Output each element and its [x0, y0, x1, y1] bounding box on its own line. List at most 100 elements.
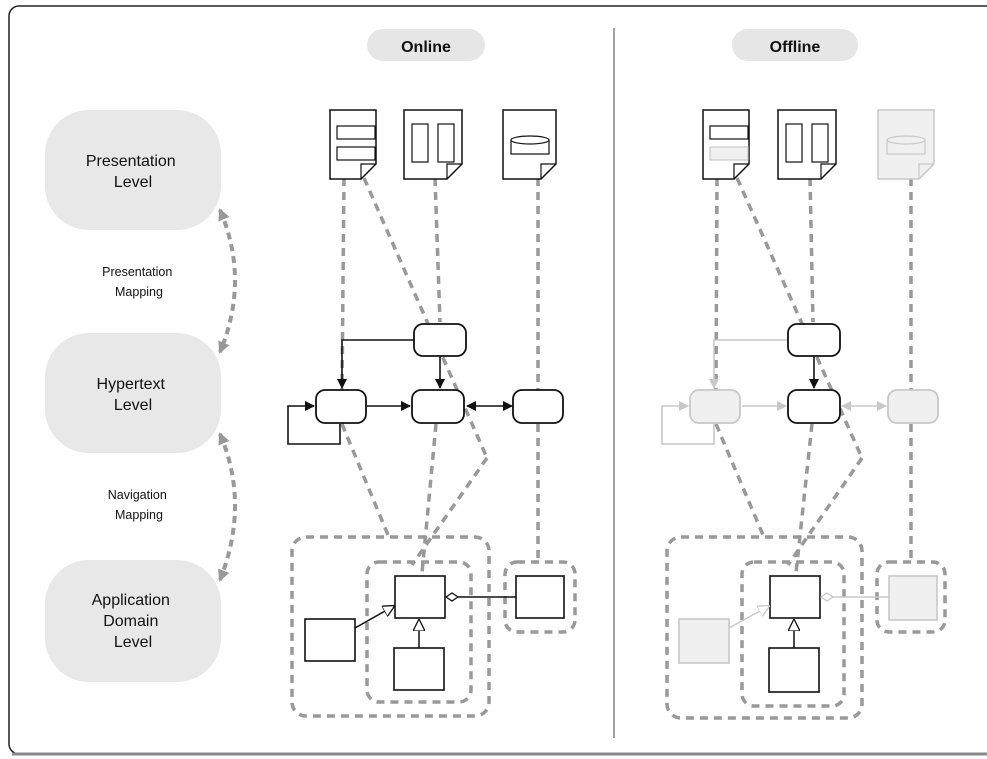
offline-map-line	[714, 423, 765, 536]
database-icon	[886, 135, 926, 155]
online-node-right	[512, 389, 564, 424]
application-domain-level: Application Domain Level	[45, 560, 221, 682]
online-page-3	[502, 109, 557, 180]
online-node-center	[411, 389, 465, 424]
presentation-mapping-line-2: Mapping	[115, 285, 163, 299]
online-header-pill	[367, 29, 485, 61]
application-level-label: Application Domain Level	[92, 592, 175, 651]
page-fold	[360, 163, 376, 179]
navigation-mapping-line-1: Navigation	[108, 488, 167, 502]
offline-node-top	[787, 323, 841, 357]
online-map-line	[433, 177, 442, 323]
presentation-level-line-2: Level	[114, 174, 152, 191]
hypertext-level-label: Hypertext Level	[97, 376, 170, 414]
online-node-left	[315, 389, 367, 424]
offline-header: Offline	[732, 29, 858, 61]
page-fold	[733, 163, 749, 179]
offline-map-line	[794, 423, 814, 574]
offline-generalization-faded	[728, 606, 769, 629]
application-level-line-2: Domain	[103, 613, 158, 630]
page-fold	[918, 163, 934, 179]
offline-nav-link-faded	[709, 339, 788, 389]
presentation-mapping-arrow	[218, 208, 237, 354]
online-class-sub	[393, 647, 445, 691]
database-top	[886, 135, 926, 145]
application-level-line-3: Level	[114, 634, 152, 651]
online-map-line	[420, 423, 438, 574]
online-generalization	[354, 606, 394, 629]
online-domain-outer	[290, 535, 491, 718]
hypertext-level-line-2: Level	[114, 397, 152, 414]
presentation-level-label: Presentation Level	[86, 153, 180, 191]
page-column	[411, 123, 429, 163]
page-block	[336, 125, 376, 140]
online-map-line	[340, 177, 346, 391]
online-domain-inner	[365, 560, 473, 704]
offline-mapping-lines	[714, 177, 913, 574]
hypertext-level-shape	[45, 333, 221, 453]
offline-header-label: Offline	[770, 39, 821, 56]
presentation-mapping-line-1: Presentation	[102, 265, 172, 279]
database-top	[510, 135, 550, 145]
application-level-shape	[45, 560, 221, 682]
offline-domain-inner	[740, 560, 846, 708]
page-icon	[702, 109, 750, 180]
page-fold	[540, 163, 556, 179]
page-block	[336, 146, 376, 161]
page-block-faded	[709, 146, 749, 161]
offline-map-line	[735, 177, 864, 459]
page-column	[785, 123, 803, 163]
offline-map-line	[714, 177, 719, 391]
presentation-level: Presentation Level	[45, 110, 221, 230]
online-map-line	[340, 423, 390, 536]
online-class-relations	[354, 597, 516, 648]
online-map-line	[362, 177, 489, 459]
online-page-1	[329, 109, 377, 180]
offline-node-right-faded	[887, 389, 939, 424]
online-class-main	[394, 575, 446, 619]
online-node-top	[413, 323, 467, 357]
offline-page-3-faded	[877, 109, 935, 180]
offline-class-main	[769, 575, 821, 619]
offline-page-2	[777, 109, 837, 180]
offline-class-sub	[768, 647, 820, 693]
page-column	[811, 123, 829, 163]
online-class-right	[515, 575, 565, 619]
offline-header-pill	[732, 29, 858, 61]
online-header: Online	[367, 29, 485, 61]
online-self-loop	[287, 401, 341, 445]
presentation-level-line-1: Presentation	[86, 153, 176, 170]
presentation-level-shape	[45, 110, 221, 230]
online-class-left	[304, 618, 356, 662]
online-nav-link	[337, 339, 414, 389]
page-icon	[329, 109, 377, 180]
online-navigation-links	[287, 339, 513, 445]
page-column	[437, 123, 455, 163]
navigation-mapping-label: Navigation Mapping	[108, 488, 171, 522]
hypertext-level: Hypertext Level	[45, 333, 221, 453]
database-icon	[510, 135, 550, 155]
offline-node-center	[787, 389, 841, 424]
online-panel	[287, 109, 577, 718]
navigation-mapping-line-2: Mapping	[115, 508, 163, 522]
offline-map-line	[786, 457, 864, 566]
online-header-label: Online	[401, 39, 451, 56]
offline-page-1	[702, 109, 750, 180]
page-fold	[446, 163, 462, 179]
page-fold	[820, 163, 836, 179]
offline-panel	[661, 109, 947, 720]
navigation-mapping-arrow	[218, 432, 237, 582]
offline-node-left-faded	[689, 389, 741, 424]
offline-self-loop-faded	[661, 401, 715, 445]
application-level-line-1: Application	[92, 592, 170, 609]
offline-faded-links	[661, 339, 887, 445]
offline-class-right-faded	[888, 575, 938, 621]
offline-map-line	[808, 177, 815, 323]
online-page-2	[403, 109, 463, 180]
offline-class-left-faded	[678, 618, 730, 664]
online-map-line	[410, 456, 489, 567]
online-mapping-lines	[340, 177, 540, 574]
presentation-mapping-label: Presentation Mapping	[102, 265, 176, 299]
hypertext-level-line-1: Hypertext	[97, 376, 166, 393]
